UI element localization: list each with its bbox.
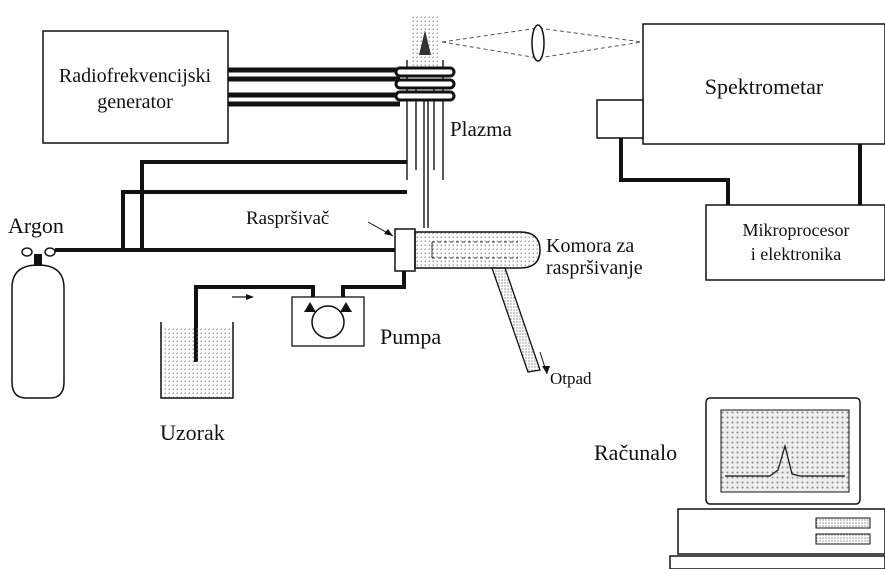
- plasma-label: Plazma: [450, 117, 512, 141]
- microprocessor-label-1: Mikroprocesor: [743, 220, 850, 240]
- chamber-label-2: raspršivanje: [546, 257, 643, 279]
- beaker: [160, 322, 234, 399]
- spectrometer-box: [642, 23, 885, 145]
- floppy-drive-1: [815, 517, 871, 529]
- plasma-flame: [419, 30, 431, 55]
- computer-base: [677, 508, 885, 555]
- load-coil: [394, 66, 456, 102]
- argon-lines: [55, 160, 407, 252]
- rf-cables: [228, 67, 400, 107]
- spray-chamber: [414, 231, 541, 269]
- computer-label: Računalo: [594, 440, 677, 465]
- sample-tubing: [194, 271, 406, 362]
- sample-label: Uzorak: [160, 420, 225, 445]
- waste-label: Otpad: [550, 369, 592, 388]
- argon-label: Argon: [8, 213, 64, 238]
- nebulizer-label: Raspršivač: [246, 208, 329, 229]
- screen-peak: [725, 443, 845, 477]
- microprocessor-label-2: i elektronika: [751, 244, 841, 264]
- drain-tube: [491, 267, 541, 373]
- chamber-label-1: Komora za: [546, 235, 634, 257]
- pump-label: Pumpa: [380, 324, 441, 349]
- pump-rotor: [311, 305, 345, 339]
- rf-generator-label-2: generator: [97, 91, 173, 113]
- rf-generator-label-1: Radiofrekvencijski: [59, 65, 212, 87]
- lens: [531, 24, 545, 62]
- sample-liquid: [161, 328, 233, 398]
- spectrometer-label: Spektrometar: [705, 74, 824, 99]
- microprocessor-box: [705, 204, 885, 281]
- argon-cylinder: [11, 247, 65, 399]
- floppy-drive-2: [815, 533, 871, 545]
- spectrometer-wires: [619, 138, 862, 205]
- nebulizer: [394, 228, 416, 272]
- rf-generator-box: [42, 30, 229, 144]
- computer-screen: [720, 409, 850, 493]
- detector-box: [596, 99, 644, 139]
- computer-lower: [669, 555, 885, 569]
